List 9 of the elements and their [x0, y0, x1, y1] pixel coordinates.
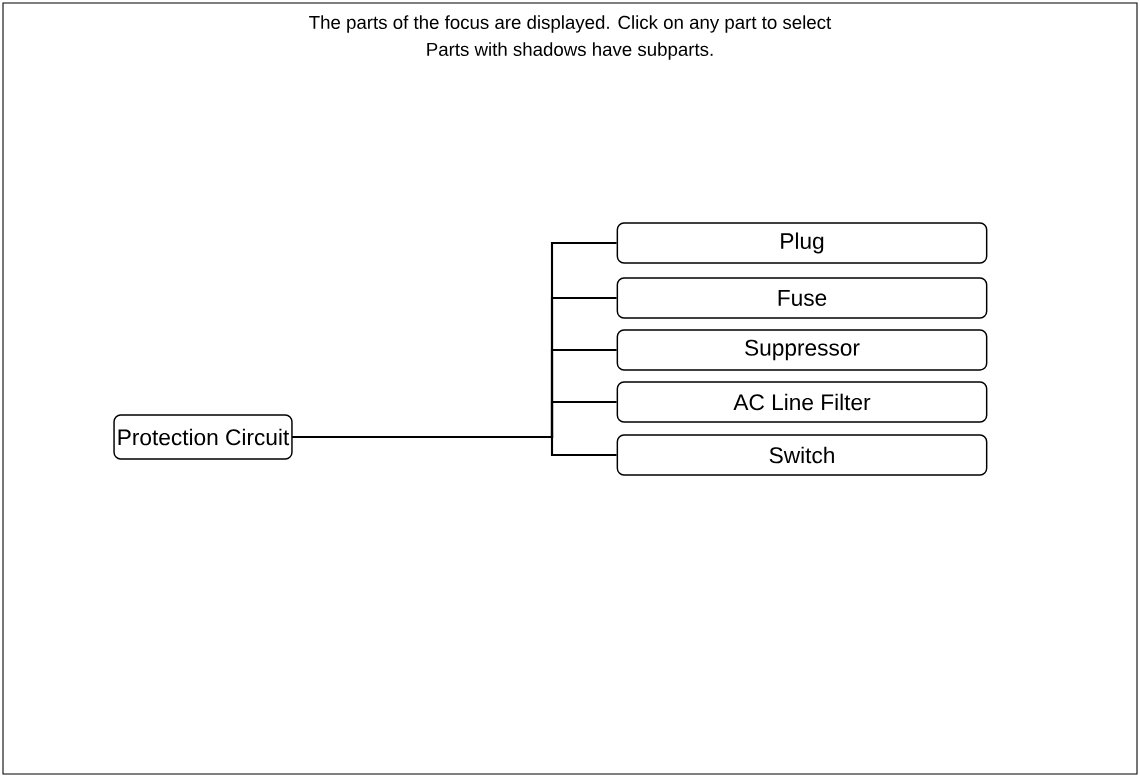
part-box: Protection Circuit: [113, 414, 293, 460]
instruction-text: Parts with shadows have subparts.: [427, 42, 713, 60]
part-box: Plug: [616, 222, 988, 264]
part-box: Switch: [616, 434, 988, 476]
instruction-text: The parts of the focus are displayed. Click on any part to select: [309, 15, 832, 33]
part-box: Fuse: [616, 277, 988, 319]
part-box: Suppressor: [616, 329, 988, 371]
part-box: AC Line Filter: [616, 381, 988, 423]
connector-line: [292, 435, 617, 457]
